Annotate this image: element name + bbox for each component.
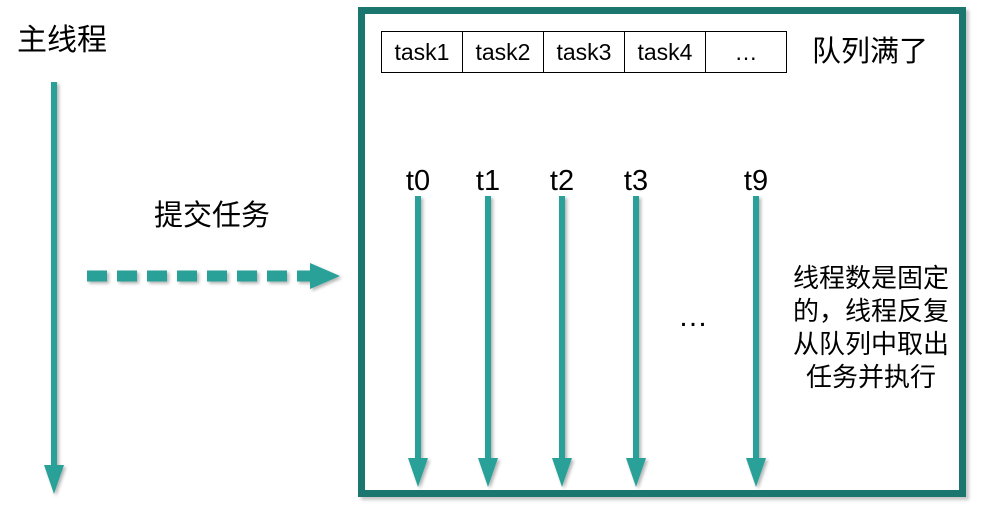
workers-ellipsis: …	[678, 300, 708, 333]
queue-cell-task1: task1	[381, 31, 463, 73]
queue-cell-task3: task3	[543, 31, 625, 73]
queue-cell-task2: task2	[462, 31, 544, 73]
worker-label-t9: t9	[743, 165, 769, 197]
queue-cell-ellipsis: …	[705, 31, 787, 73]
queue-cell-task4: task4	[624, 31, 706, 73]
worker-arrow-t3	[626, 196, 646, 487]
queue-full-label: 队列满了	[812, 36, 929, 68]
table-row: task1 task2 task3 task4 …	[381, 31, 787, 73]
thread-pool-note: 线程数是固定 的，线程反复 从队列中取出 任务并执行	[785, 262, 957, 394]
submit-task-label: 提交任务	[154, 200, 271, 232]
pool-note-line-4: 任务并执行	[805, 362, 936, 392]
worker-arrow-t2	[552, 196, 572, 487]
worker-arrow-t0	[408, 196, 428, 487]
task-queue-table: task1 task2 task3 task4 …	[381, 31, 787, 73]
main-thread-lifeline-arrow	[44, 82, 64, 494]
worker-arrow-t1	[478, 196, 498, 487]
worker-label-t3: t3	[623, 165, 649, 197]
submit-task-dashed-arrow	[87, 263, 340, 289]
worker-arrow-t9	[746, 196, 766, 487]
thread-pool-box	[358, 7, 966, 497]
worker-label-t2: t2	[549, 165, 575, 197]
pool-note-line-1: 线程数是固定	[792, 263, 949, 293]
worker-label-t0: t0	[405, 165, 431, 197]
pool-note-line-3: 从队列中取出	[792, 329, 949, 359]
pool-note-line-2: 的，线程反复	[792, 296, 949, 326]
worker-label-t1: t1	[475, 165, 501, 197]
main-thread-title: 主线程	[17, 24, 107, 57]
